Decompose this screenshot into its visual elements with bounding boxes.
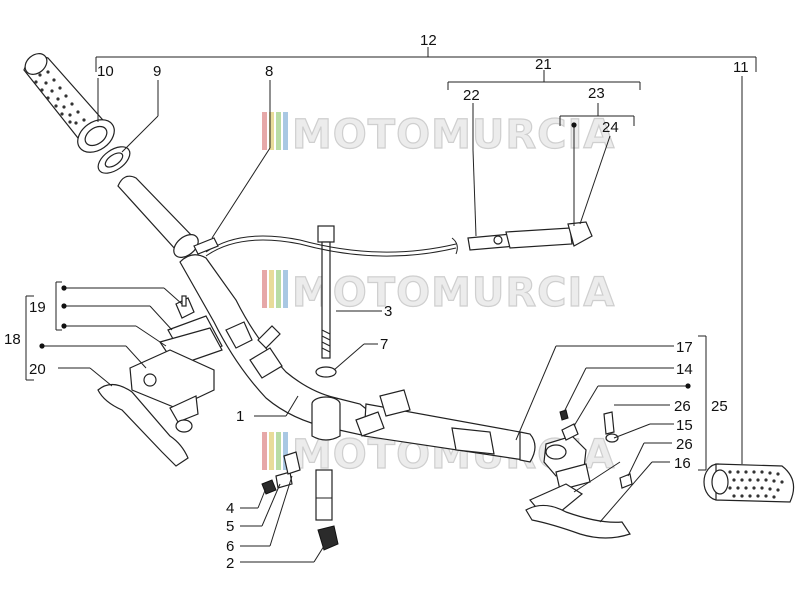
callout-11: 11 (733, 59, 749, 76)
callout-10: 10 (97, 63, 114, 80)
leader-dots (39, 122, 691, 389)
brake-switch-cable (451, 221, 593, 255)
leader-lines (25, 47, 757, 563)
callout-15: 15 (676, 417, 693, 434)
callout-20: 20 (29, 361, 46, 378)
watermark-middle: MOTOMURCIA (262, 269, 615, 317)
callout-5: 5 (226, 518, 234, 535)
left-grip (23, 53, 115, 153)
callout-12: 12 (420, 32, 437, 49)
callout-21: 21 (535, 56, 552, 73)
watermark-text: MOTOMURCIA (292, 270, 615, 316)
callout-9: 9 (153, 63, 161, 80)
watermark-top: MOTOMURCIA (262, 111, 615, 159)
cap-nut (317, 525, 339, 551)
callout-26b: 26 (676, 436, 693, 453)
callout-6: 6 (226, 538, 234, 555)
callout-26a: 26 (674, 398, 691, 415)
steering-tube (311, 396, 341, 521)
callout-2: 2 (226, 555, 234, 572)
right-brake-lever (525, 504, 631, 539)
callout-7: 7 (380, 336, 388, 353)
callout-16: 16 (674, 455, 691, 472)
callout-8: 8 (265, 63, 273, 80)
callout-1: 1 (236, 408, 244, 425)
watermark-text: MOTOMURCIA (292, 112, 615, 158)
washer-small (315, 366, 337, 378)
bolt (317, 225, 335, 359)
callout-19: 19 (29, 299, 46, 316)
callout-17: 17 (676, 339, 693, 356)
throttle-cable (193, 235, 457, 257)
callout-25: 25 (711, 398, 728, 415)
callout-23: 23 (588, 85, 605, 102)
callout-14: 14 (676, 361, 693, 378)
callout-22: 22 (463, 87, 480, 104)
callout-3: 3 (384, 303, 392, 320)
callout-labels: 12 10 9 8 21 11 22 23 24 3 7 1 19 18 20 … (4, 32, 749, 572)
handlebar (179, 254, 536, 463)
callout-4: 4 (226, 500, 234, 517)
callout-18: 18 (4, 331, 21, 348)
throttle-tube (117, 175, 199, 258)
callout-24: 24 (602, 119, 619, 136)
washer (97, 146, 131, 174)
right-brake-master-cylinder (529, 409, 633, 513)
left-brake-lever (97, 383, 189, 467)
right-grip (703, 463, 795, 503)
